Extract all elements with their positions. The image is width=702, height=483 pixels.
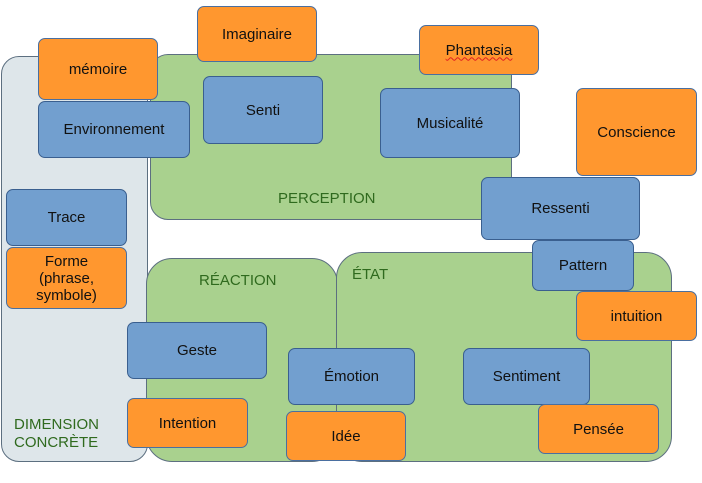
concept-ressenti: Ressenti <box>481 177 640 240</box>
concept-intention: Intention <box>127 398 248 448</box>
concept-memoire: mémoire <box>38 38 158 100</box>
concept-idee: Idée <box>286 411 406 461</box>
etat-label: ÉTAT <box>352 266 389 283</box>
concept-emotion: Émotion <box>288 348 415 405</box>
concept-sentiment: Sentiment <box>463 348 590 405</box>
concept-imaginaire: Imaginaire <box>197 6 317 62</box>
dimension-concrete-label: DIMENSION CONCRÈTE <box>14 416 124 452</box>
concept-senti: Senti <box>203 76 323 144</box>
concept-phantasia: Phantasia <box>419 25 539 75</box>
dimension-concrete-text: DIMENSION CONCRÈTE <box>14 416 100 451</box>
concept-phantasia-text: Phantasia <box>445 41 513 59</box>
concept-environnement: Environnement <box>38 101 190 158</box>
reaction-label: RÉACTION <box>199 272 277 289</box>
concept-conscience: Conscience <box>576 88 697 176</box>
concept-forme: Forme (phrase, symbole) <box>6 247 127 309</box>
concept-geste: Geste <box>127 322 267 379</box>
concept-intuition: intuition <box>576 291 697 341</box>
concept-trace: Trace <box>6 189 127 246</box>
perception-label: PERCEPTION <box>278 190 376 207</box>
concept-musicalite: Musicalité <box>380 88 520 158</box>
concept-pensee: Pensée <box>538 404 659 454</box>
concept-pattern: Pattern <box>532 240 634 291</box>
